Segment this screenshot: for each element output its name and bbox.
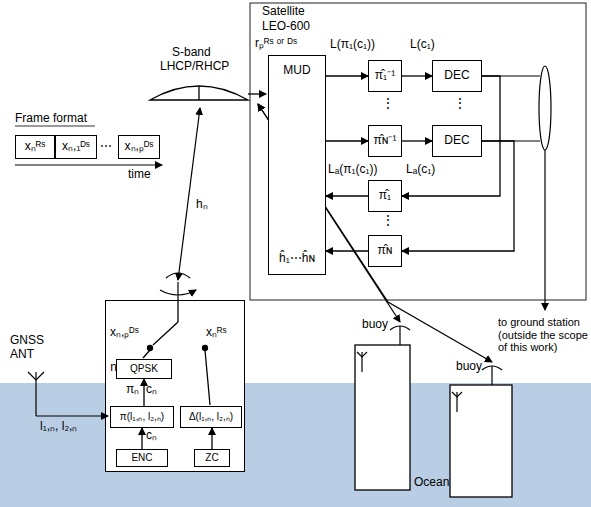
satellite-box	[250, 3, 586, 300]
node-text: xₙ,ₚᴰˢ	[125, 140, 154, 154]
signal-label: time	[128, 168, 151, 182]
frame-slot: xₙᴿˢ	[15, 135, 55, 159]
signal-label: buoy	[362, 318, 388, 332]
node-text: ENC	[131, 452, 152, 464]
signal-arrow	[143, 379, 144, 406]
signal-arrow	[326, 140, 368, 141]
node-text: π̂ɴ⁻¹	[374, 134, 397, 148]
zc-box: ZC	[194, 449, 230, 467]
node-text: π(l₁,ₙ, l₂,ₙ)	[120, 411, 164, 423]
decoder-box: DEC	[432, 125, 482, 157]
signal-label: S-band	[172, 46, 211, 60]
rx-arrow	[248, 93, 266, 94]
signal-label: xₙ,ₚᴰˢ	[110, 326, 139, 340]
signal-label: Frame format	[15, 112, 87, 126]
signal-label: GNSS ANT	[10, 334, 52, 362]
modulator-box: QPSK	[116, 359, 172, 379]
signal-label: Lₐ(π₁(c₁))	[328, 163, 378, 177]
signal-label: LEO-600	[262, 20, 310, 34]
signal-label: L(π₁(c₁))	[330, 38, 375, 52]
buoy-body	[105, 300, 245, 472]
ground-output	[482, 66, 551, 310]
node-text: ĥ₁⋯ĥɴ	[279, 252, 315, 266]
signal-arrow	[326, 195, 368, 196]
interleaver-box: π(l₁,ₙ, l₂,ₙ)	[110, 406, 174, 428]
node-text: MUD	[283, 64, 310, 78]
interleaver-box: π̂₁	[368, 180, 402, 212]
signal-label: Satellite	[262, 5, 305, 19]
signal-label: ⋯	[100, 140, 112, 154]
signal-label: Ocean	[414, 476, 449, 490]
signal-label: xₙᴿˢ	[206, 326, 227, 340]
signal-label: LHCP/RHCP	[160, 60, 229, 74]
signal-arrow	[402, 76, 500, 196]
signal-arrow	[141, 428, 142, 449]
signal-label: rₚᴿˢ ᵒʳ ᴰˢ	[255, 37, 297, 51]
interleaver-box: π̂₁⁻¹	[368, 60, 402, 92]
signal-arrow	[326, 250, 368, 251]
encoder-box: ENC	[116, 449, 168, 467]
node-text: QPSK	[130, 363, 158, 375]
signal-label: ⋮	[453, 95, 467, 111]
node-text: xₙ,₁ᴰˢ	[62, 140, 90, 154]
frame-slot: xₙ,ₚᴰˢ	[118, 135, 160, 159]
signal-label: l₁,ₙ, l₂,ₙ	[40, 420, 77, 434]
signal-label: Lₐ(c₁)	[406, 163, 435, 177]
rs-ds-switch	[143, 300, 210, 405]
signal-arrow	[326, 75, 368, 76]
signal-arrow	[402, 75, 432, 76]
interleaver-box: π̂ɴ⁻¹	[368, 125, 402, 157]
signal-arrow	[402, 141, 514, 251]
node-text: DEC	[444, 134, 469, 148]
signal-label: to ground station (outside the scope of …	[498, 316, 588, 354]
node-text: ZC	[205, 452, 218, 464]
signal-arrow	[402, 140, 432, 141]
node-text: DEC	[444, 69, 469, 83]
node-text: Δ(l₁,ₙ, l₂,ₙ)	[189, 411, 233, 423]
signal-label: L(c₁)	[410, 38, 435, 52]
frame-slot: xₙ,₁ᴰˢ	[55, 135, 97, 159]
node-text: π̂₁⁻¹	[375, 69, 395, 83]
signal-label: hₙ	[196, 198, 208, 212]
decoder-box: DEC	[432, 60, 482, 92]
node-text: π̂ɴ	[378, 244, 393, 258]
node-text: π̂₁	[379, 189, 391, 203]
signal-arrow	[211, 428, 212, 449]
signal-label: ⋮	[381, 95, 395, 111]
interleaver-box: π̂ɴ	[368, 235, 402, 267]
gnss-antennas	[28, 352, 462, 416]
node-text: xₙᴿˢ	[25, 140, 46, 154]
shift-box: Δ(l₁,ₙ, l₂,ₙ)	[180, 406, 242, 428]
signal-label: πₙ	[126, 383, 139, 397]
frame-time-axis	[15, 126, 162, 165]
mud-box: MUD ĥ₁⋯ĥɴ	[268, 55, 326, 275]
signal-label: cₙ	[146, 383, 157, 397]
buoy-body	[450, 385, 512, 497]
buoy-body	[355, 345, 410, 490]
signal-label: cₙ	[146, 429, 157, 443]
signal-label: buoy	[456, 360, 482, 374]
satellite-dish	[150, 86, 248, 100]
ocean	[0, 383, 591, 507]
signal-label: ⋮	[381, 212, 395, 228]
